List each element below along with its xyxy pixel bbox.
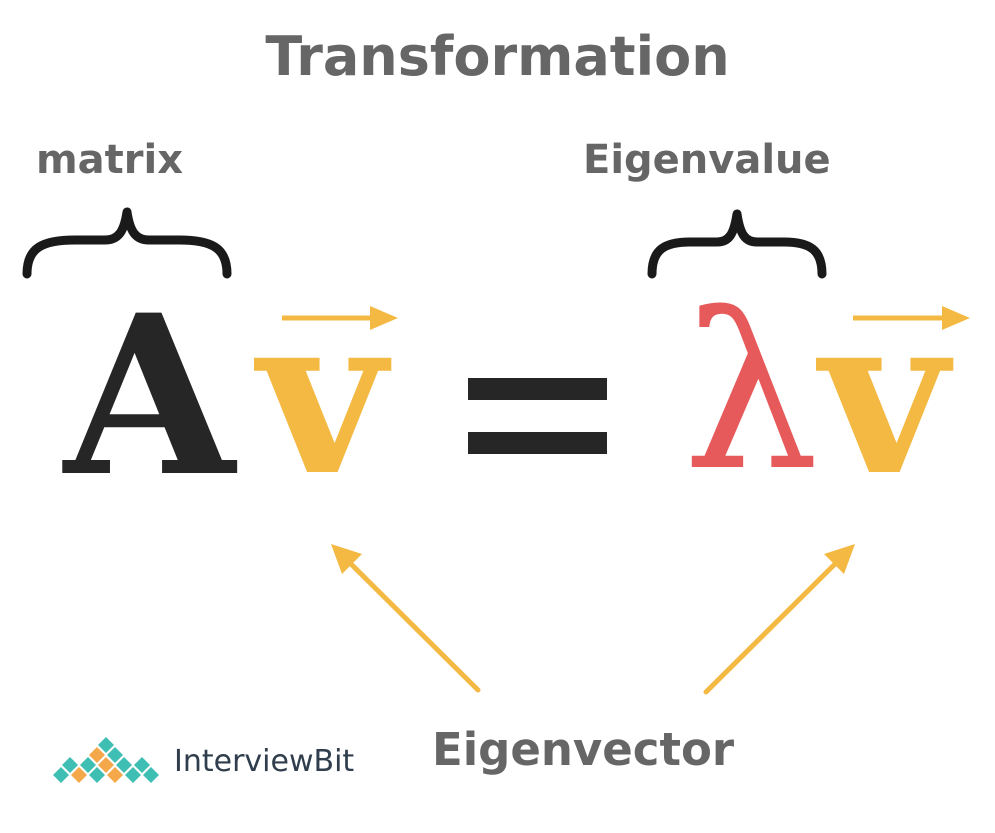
equals-bar-bottom bbox=[468, 432, 607, 454]
diagonal-arrow-icon bbox=[703, 544, 855, 695]
diagonal-arrow-icon bbox=[331, 544, 481, 693]
logo-diamond bbox=[62, 757, 78, 773]
logo-diamond bbox=[80, 757, 96, 773]
logo-diamond bbox=[143, 767, 159, 783]
logo-diamond bbox=[98, 737, 114, 753]
logo-diamond bbox=[71, 767, 87, 783]
curly-brace-icon bbox=[647, 209, 827, 279]
logo-diamond bbox=[53, 767, 69, 783]
logo-diamond bbox=[107, 747, 123, 763]
logo-diamond bbox=[107, 767, 123, 783]
equals-sign: = bbox=[468, 378, 607, 454]
eigenvalue-symbol: λ bbox=[683, 267, 820, 518]
right-arrow-icon bbox=[282, 306, 398, 330]
curly-brace-icon bbox=[22, 207, 232, 279]
vector-symbol-right: v bbox=[820, 265, 948, 524]
diagram-title: Transformation bbox=[265, 25, 730, 88]
right-arrow-icon bbox=[853, 306, 970, 330]
logo-diamond bbox=[125, 767, 141, 783]
logo-diamond bbox=[98, 757, 114, 773]
logo-text: InterviewBit bbox=[174, 744, 355, 779]
interviewbit-logo: InterviewBit bbox=[44, 737, 354, 797]
equals-bar-top bbox=[468, 378, 607, 400]
eigenvector-label: Eigenvector bbox=[432, 723, 735, 776]
diamond-grid-icon bbox=[53, 737, 159, 783]
eigenvalue-label: Eigenvalue bbox=[583, 137, 831, 183]
matrix-symbol: A bbox=[64, 266, 235, 525]
matrix-label: matrix bbox=[36, 137, 184, 183]
logo-diamond bbox=[116, 757, 132, 773]
logo-diamond bbox=[134, 757, 150, 773]
vector-symbol-left: v bbox=[258, 265, 386, 524]
logo-diamond bbox=[89, 767, 105, 783]
logo-diamond bbox=[89, 747, 105, 763]
